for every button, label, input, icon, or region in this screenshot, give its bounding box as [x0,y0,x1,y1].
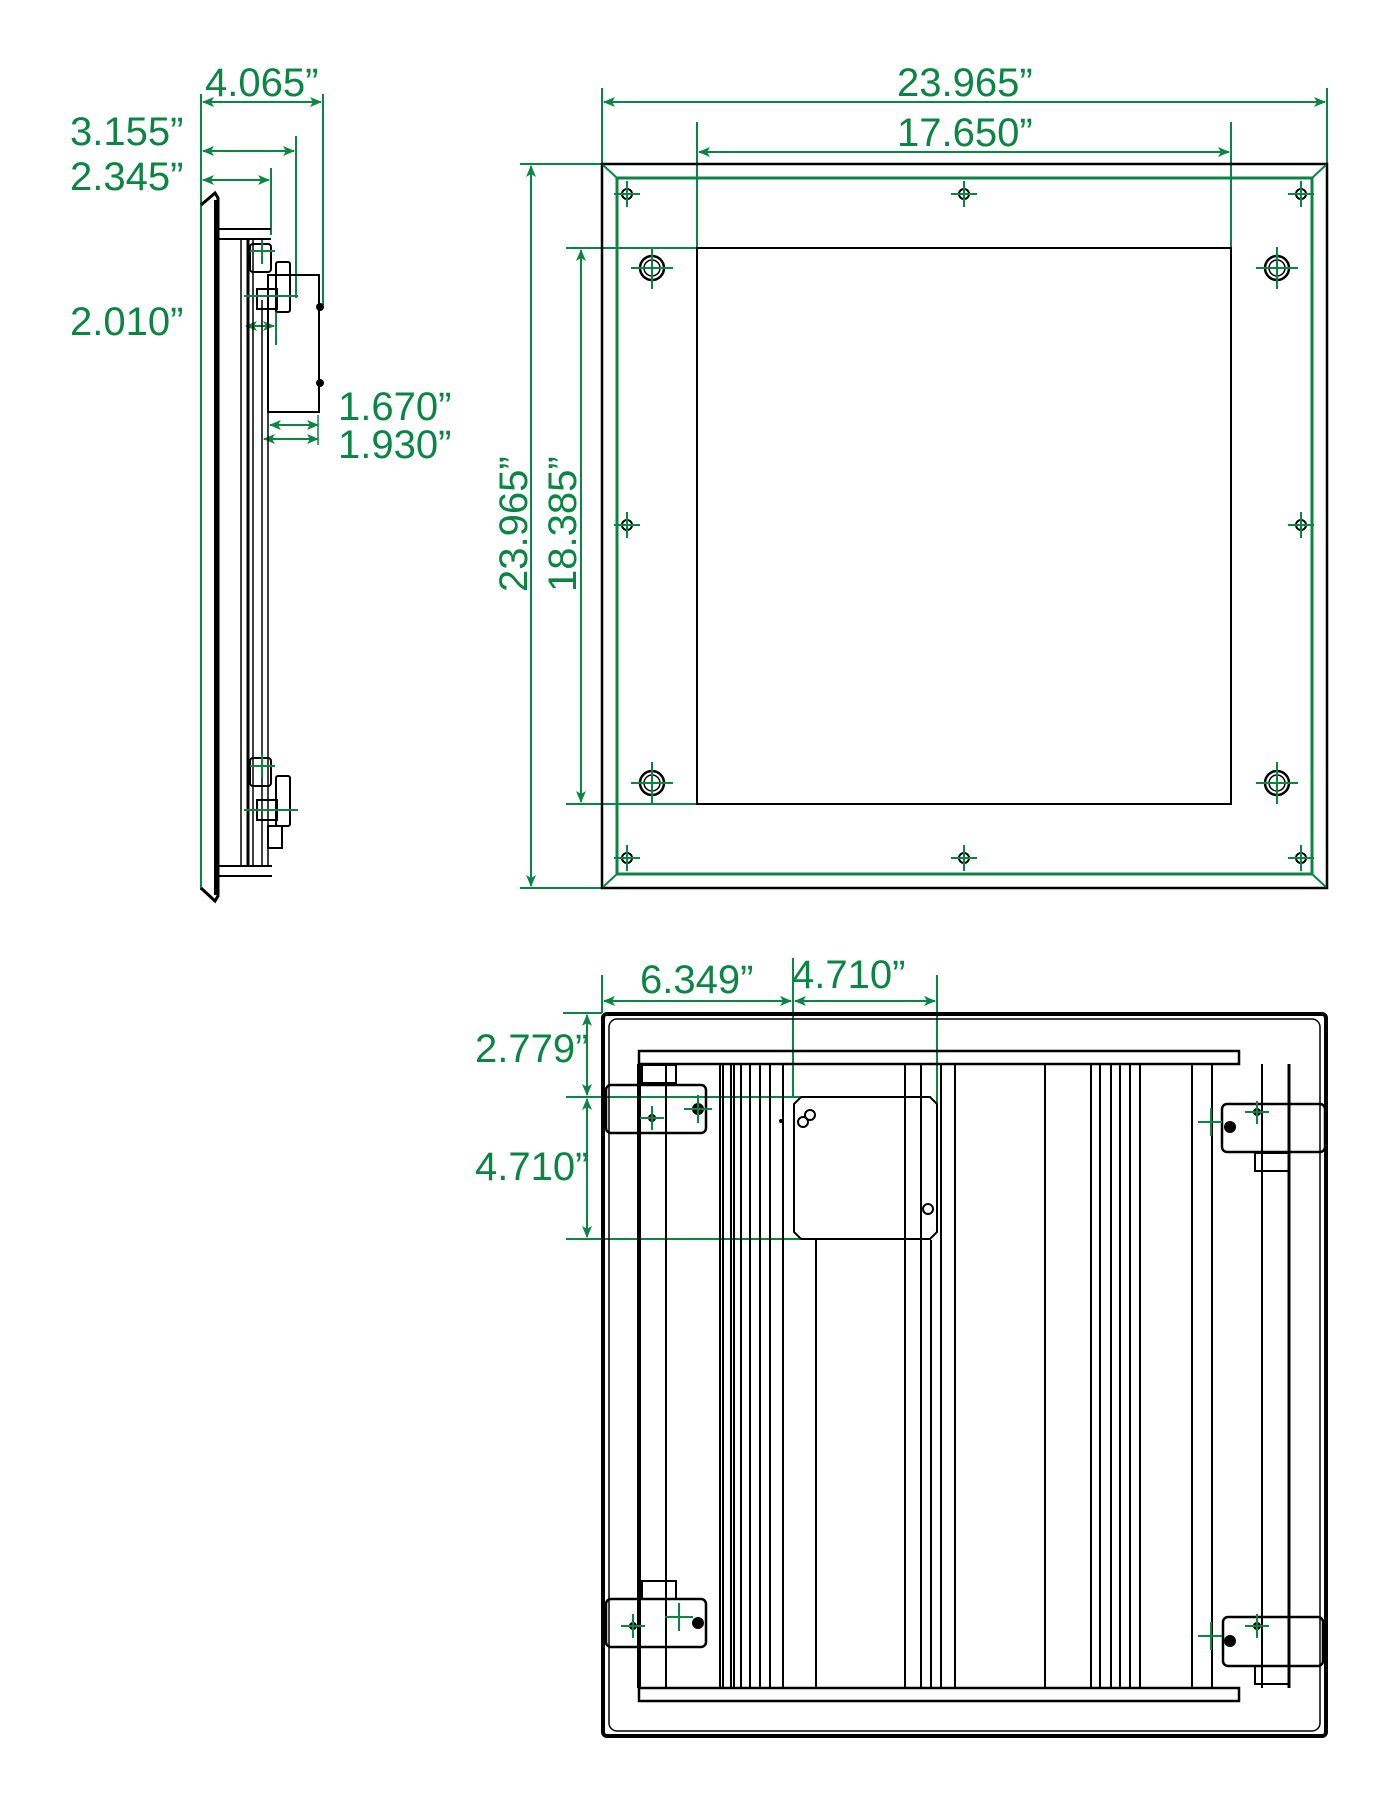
dim-overall-height: 23.965” [492,456,536,592]
small-fasteners [614,181,1314,871]
dim-box-height: 4.710” [475,1145,588,1189]
dim-overall-width: 23.965” [897,61,1033,105]
dim-box-offset-y: 2.779” [475,1027,588,1071]
dim-box-offset-x: 6.349” [640,958,753,1002]
dim-box-width: 4.710” [792,953,905,997]
dim-depth-to-bracket: 2.345” [70,155,183,199]
side-view: 4.065” 3.155” 2.345” 2.010” 1.670” 1.930… [70,61,451,904]
large-fasteners [631,247,1298,804]
junction-box [793,1096,938,1240]
dim-lens-height: 18.385” [541,456,585,592]
back-view: 6.349” 4.710” 2.779” 4.710” [475,953,1328,1738]
dim-box-depth-outer: 1.930” [338,423,451,467]
bracket-bottom-left [604,1580,708,1649]
bracket-bottom-right [1198,1614,1325,1685]
bracket-top-left [604,1064,712,1135]
heatsink-fins [637,1064,1291,1688]
bracket-top-right [1198,1101,1327,1172]
dim-overall-depth: 4.065” [205,61,318,105]
dim-depth-to-box: 3.155” [70,110,183,154]
dim-box-depth-inner: 1.670” [338,385,451,429]
front-view: 23.965” 17.650” 23.965” 18.385” [492,61,1329,890]
dim-lens-width: 17.650” [897,111,1033,155]
dim-bracket-offset: 2.010” [70,300,183,344]
